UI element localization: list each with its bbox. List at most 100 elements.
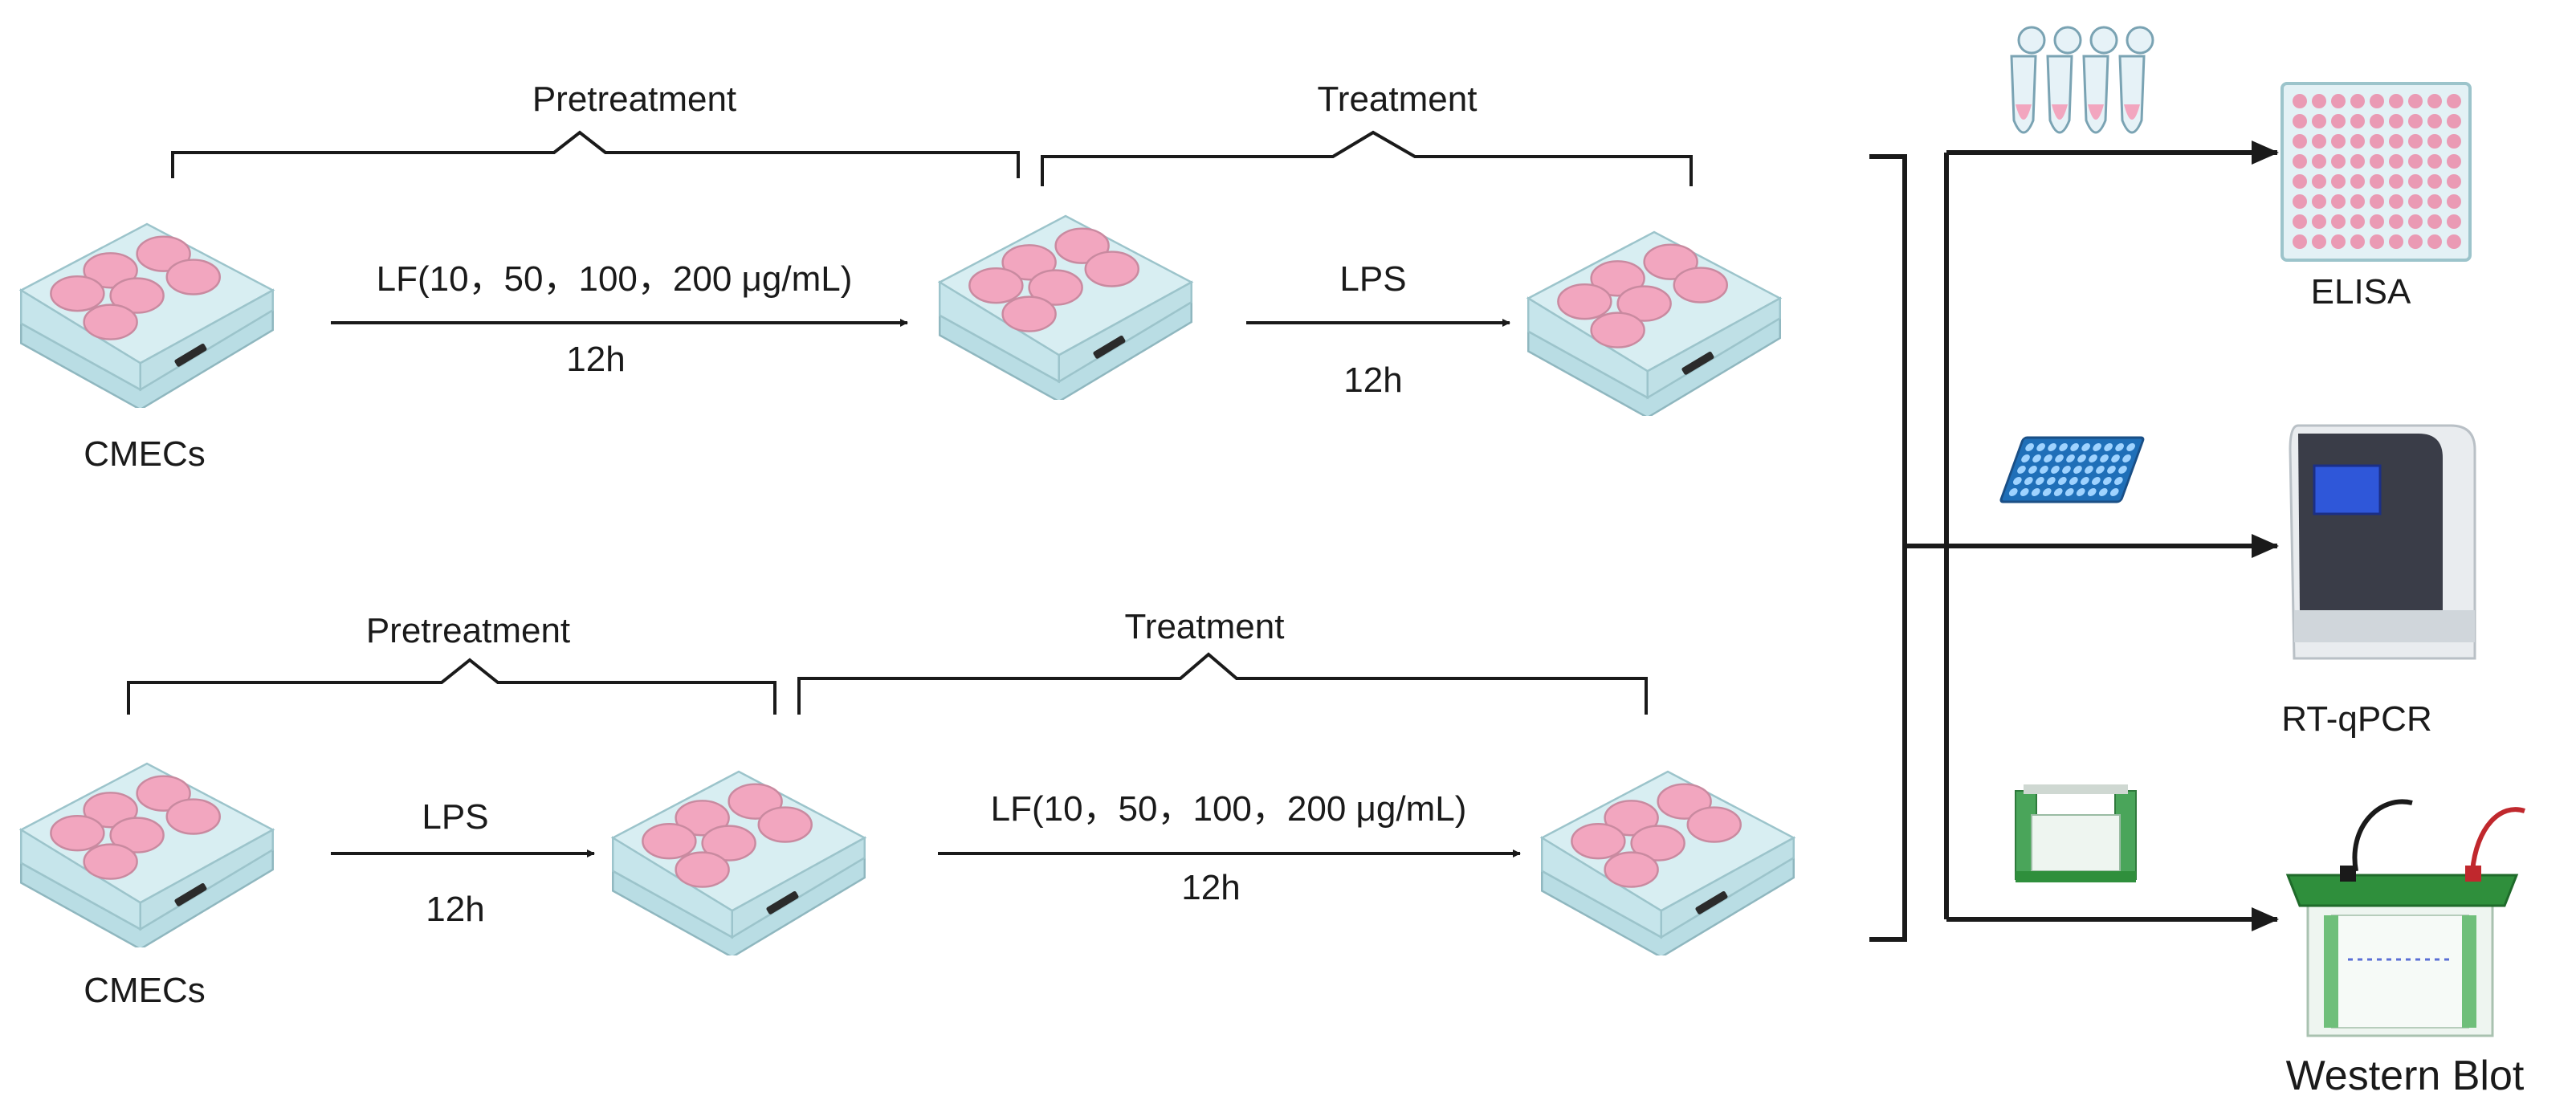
row-1: CMECs Pretreatment LF(10，50，100，200 μg/m… bbox=[19, 79, 1782, 474]
elisa-well bbox=[2312, 154, 2326, 169]
row-2: CMECs Pretreatment LPS 12h Treatment LF(… bbox=[19, 607, 1795, 1010]
pcr-well bbox=[2059, 443, 2068, 451]
elisa-well bbox=[2312, 134, 2326, 149]
pcr-well bbox=[2104, 443, 2113, 451]
elisa-well bbox=[2370, 214, 2384, 229]
pcr-well bbox=[2051, 466, 2060, 474]
elisa-well bbox=[2408, 134, 2423, 149]
elisa-well bbox=[2389, 174, 2403, 189]
elisa-well bbox=[2350, 134, 2365, 149]
elisa-well bbox=[2350, 114, 2365, 128]
step1-time: 12h bbox=[426, 890, 484, 929]
elisa-well bbox=[2447, 134, 2461, 149]
step2-agent: LPS bbox=[1339, 259, 1406, 299]
pcr-plate-icon bbox=[1999, 436, 2145, 503]
pretreatment-label: Pretreatment bbox=[366, 611, 570, 650]
elisa-well bbox=[2389, 194, 2403, 209]
culture-plate-icon bbox=[611, 770, 866, 955]
elisa-well bbox=[2331, 94, 2346, 108]
pcr-well bbox=[2020, 488, 2029, 496]
elisa-well bbox=[2293, 194, 2307, 209]
treatment-label: Treatment bbox=[1125, 607, 1285, 646]
culture-plate-icon bbox=[938, 214, 1193, 400]
pcr-well bbox=[2032, 454, 2041, 462]
pcr-well bbox=[2122, 454, 2131, 462]
pcr-well bbox=[2062, 466, 2071, 474]
pretreatment-label: Pretreatment bbox=[532, 79, 736, 119]
elisa-well bbox=[2350, 194, 2365, 209]
pcr-well bbox=[2096, 466, 2105, 474]
elisa-well bbox=[2408, 214, 2423, 229]
elisa-well bbox=[2293, 214, 2307, 229]
elisa-well bbox=[2350, 234, 2365, 249]
elisa-well bbox=[2447, 154, 2461, 169]
elisa-well bbox=[2427, 194, 2442, 209]
treatment-label: Treatment bbox=[1318, 79, 1478, 119]
tubes-icon bbox=[2010, 26, 2154, 134]
pcr-well bbox=[2017, 466, 2026, 474]
pcr-well bbox=[2025, 443, 2034, 451]
elisa-well bbox=[2293, 174, 2307, 189]
elisa-well bbox=[2293, 154, 2307, 169]
pcr-well bbox=[2111, 454, 2120, 462]
elisa-well bbox=[2350, 174, 2365, 189]
pcr-well bbox=[2055, 454, 2064, 462]
elisa-well bbox=[2447, 194, 2461, 209]
elisa-well bbox=[2447, 214, 2461, 229]
elisa-well bbox=[2331, 214, 2346, 229]
pcr-well bbox=[2115, 443, 2124, 451]
pcr-well bbox=[2081, 477, 2089, 485]
step1-agent: LPS bbox=[422, 797, 488, 837]
step1-agent: LF(10，50，100，200 μg/mL) bbox=[377, 259, 853, 299]
pcr-well bbox=[2118, 466, 2127, 474]
elisa-well bbox=[2370, 114, 2384, 128]
pcr-well bbox=[2114, 477, 2123, 485]
pcr-well bbox=[2077, 454, 2086, 462]
treatment-bracket bbox=[1041, 130, 1693, 186]
assay-label-rtqpcr: RT-qPCR bbox=[2281, 699, 2431, 739]
pcr-well bbox=[2024, 477, 2033, 485]
pcr-well bbox=[2008, 488, 2018, 496]
elisa-well bbox=[2408, 154, 2423, 169]
elisa-well bbox=[2427, 114, 2442, 128]
elisa-well bbox=[2447, 174, 2461, 189]
elisa-well bbox=[2370, 154, 2384, 169]
elisa-well bbox=[2389, 214, 2403, 229]
elisa-well bbox=[2447, 114, 2461, 128]
qpcr-machine-icon bbox=[2289, 424, 2476, 660]
step2-agent: LF(10，50，100，200 μg/mL) bbox=[991, 789, 1467, 829]
elisa-well bbox=[2293, 134, 2307, 149]
pcr-well bbox=[2042, 488, 2052, 496]
gel-cassette-icon bbox=[2015, 784, 2137, 882]
pcr-well bbox=[2047, 477, 2056, 485]
elisa-well bbox=[2408, 234, 2423, 249]
treatment-bracket bbox=[797, 652, 1648, 715]
elisa-well bbox=[2389, 154, 2403, 169]
elisa-well bbox=[2408, 114, 2423, 128]
analysis-connector bbox=[1869, 141, 2279, 942]
step2-time: 12h bbox=[1343, 361, 1402, 400]
elisa-well bbox=[2312, 94, 2326, 108]
culture-plate-icon bbox=[1540, 770, 1795, 955]
pcr-well bbox=[2087, 488, 2097, 496]
elisa-well bbox=[2447, 234, 2461, 249]
elisa-well bbox=[2370, 194, 2384, 209]
pcr-well bbox=[2076, 488, 2085, 496]
pcr-well bbox=[2040, 466, 2048, 474]
elisa-well bbox=[2408, 174, 2423, 189]
step1-time: 12h bbox=[566, 340, 625, 379]
elisa-well bbox=[2312, 214, 2326, 229]
elisa-well bbox=[2331, 234, 2346, 249]
elisa-well bbox=[2389, 134, 2403, 149]
elisa-well bbox=[2427, 134, 2442, 149]
elisa-well bbox=[2447, 94, 2461, 108]
elisa-well bbox=[2312, 114, 2326, 128]
elisa-well bbox=[2350, 94, 2365, 108]
elisa-well bbox=[2370, 134, 2384, 149]
step2-time: 12h bbox=[1181, 868, 1240, 907]
elisa-well bbox=[2331, 114, 2346, 128]
elisa-well bbox=[2312, 194, 2326, 209]
pcr-well bbox=[2069, 477, 2078, 485]
elisa-well bbox=[2331, 134, 2346, 149]
electrophoresis-tank-icon bbox=[2285, 799, 2525, 1037]
